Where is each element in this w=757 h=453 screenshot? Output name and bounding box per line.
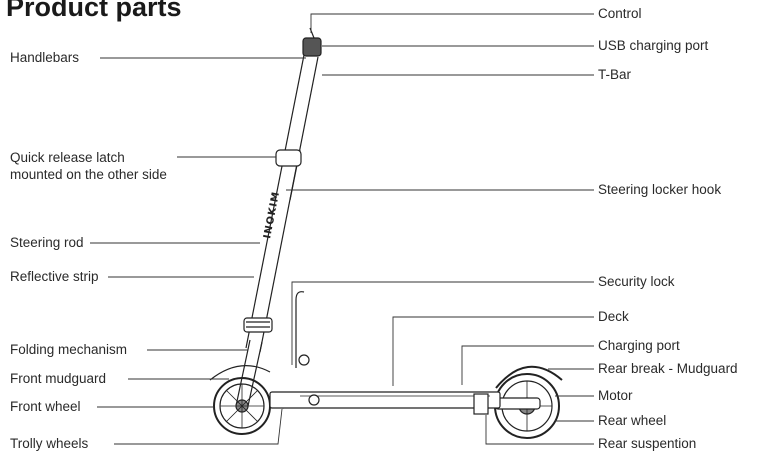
deck-hinge-graphic [308, 394, 320, 406]
label-quick-release-latch-note: mounted on the other side [10, 167, 167, 182]
label-usb-charging-port: USB charging port [598, 38, 709, 53]
front-mudguard-graphic [209, 365, 271, 381]
folding-mechanism-graphic [243, 317, 273, 333]
label-steering-locker-hook: Steering locker hook [598, 182, 722, 197]
label-steering-rod: Steering rod [10, 235, 84, 250]
label-t-bar: T-Bar [598, 67, 632, 82]
security-lock-graphic [295, 291, 310, 368]
page-title: Product parts [6, 0, 182, 22]
label-handlebars: Handlebars [10, 50, 80, 65]
leader-lines-left [90, 57, 306, 445]
label-folding-mechanism: Folding mechanism [10, 342, 128, 357]
deck-graphic [269, 391, 501, 409]
label-rear-break-mudguard: Rear break - Mudguard [598, 361, 738, 376]
label-front-wheel: Front wheel [10, 399, 81, 414]
label-security-lock: Security lock [598, 274, 675, 289]
leader-lines-right [286, 13, 594, 445]
quick-release-latch-graphic [275, 149, 302, 167]
label-charging-port: Charging port [598, 338, 680, 353]
label-front-mudguard: Front mudguard [10, 371, 107, 386]
fork-graphic [235, 339, 263, 407]
steering-rod-graphic [245, 54, 319, 353]
label-rear-wheel: Rear wheel [598, 413, 667, 428]
rear-suspension-graphic [473, 393, 489, 415]
motor-graphic [494, 397, 541, 410]
label-rear-suspension: Rear suspention [598, 436, 697, 451]
label-reflective-strip: Reflective strip [10, 269, 99, 284]
label-trolly-wheels: Trolly wheels [10, 436, 89, 451]
front-wheel-graphic [213, 377, 271, 435]
rear-mudguard-graphic [495, 365, 563, 389]
label-deck: Deck [598, 309, 629, 324]
label-quick-release-latch: Quick release latch [10, 150, 125, 165]
label-control: Control [598, 6, 642, 21]
control-head-graphic [302, 27, 322, 57]
label-motor: Motor [598, 388, 633, 403]
brand-mark: INOKIM [262, 190, 282, 239]
